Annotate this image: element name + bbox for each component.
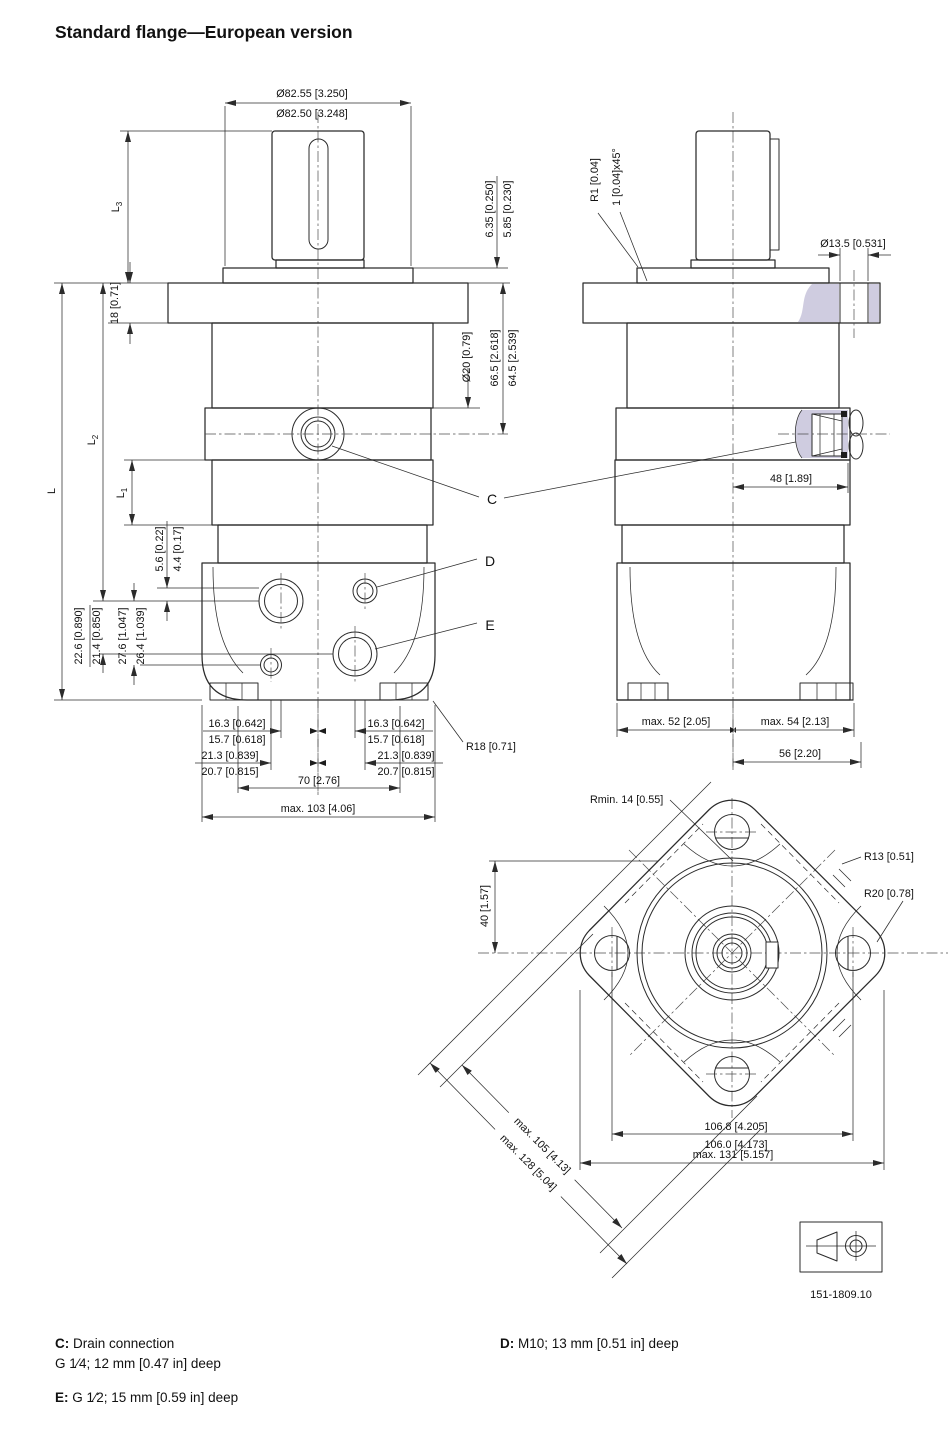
note-c-text: Drain connection [69, 1336, 175, 1351]
note-e-text: G 1⁄2; 15 mm [0.59 in] deep [68, 1390, 239, 1405]
dim-r20: R20 [0.78] [864, 888, 914, 900]
note-c-detail: G 1⁄4; 12 mm [0.47 in] deep [55, 1356, 221, 1372]
dim-drain-boss: Ø20 [0.79] [461, 332, 473, 382]
note-c: C: Drain connection G 1⁄4; 12 mm [0.47 i… [55, 1334, 221, 1375]
side-view: R1 [0.04] 1 [0.04]x45° Ø13.5 [0.531] 48 … [582, 112, 891, 772]
side-drain-plug [778, 409, 890, 460]
front-dimensions: Ø82.55 [3.250] Ø82.50 [3.248] L3 18 [0.7… [46, 88, 519, 822]
dim-offset40: 40 [1.57] [479, 885, 491, 927]
note-c-label: C: [55, 1336, 70, 1351]
dim-pilot-dia-min: Ø82.50 [3.248] [276, 108, 347, 120]
callout-d: D [485, 553, 495, 569]
note-e: E: G 1⁄2; 15 mm [0.59 in] deep [55, 1388, 238, 1408]
dim-l1: L1 [115, 487, 129, 498]
dim-rmin: Rmin. 14 [0.55] [590, 794, 663, 806]
dim-right-max: max. 54 [2.13] [761, 716, 829, 728]
bottom-bolt-holes [594, 814, 871, 1092]
dim-plug-width: 56 [2.20] [779, 748, 821, 760]
dim-standoff-min: 5.85 [0.230] [502, 180, 514, 237]
dim-left-max: max. 52 [2.05] [642, 716, 710, 728]
dim-width-max: max. 103 [4.06] [281, 803, 355, 815]
note-e-label: E: [55, 1390, 69, 1405]
dim-r13: R13 [0.51] [864, 851, 914, 863]
drawing-number: 151-1809.10 [810, 1289, 872, 1301]
dim-p16r-max: 16.3 [0.642] [367, 718, 424, 730]
shaft-key-slot [765, 941, 779, 969]
dim-d-v-min: 26.4 [1.039] [135, 607, 147, 664]
dim-l: L [46, 488, 58, 494]
dim-e-v-min: 21.4 [0.850] [91, 607, 103, 664]
dim-p16l-min: 15.7 [0.618] [208, 734, 265, 746]
dim-p21l-min: 20.7 [0.815] [201, 766, 258, 778]
dim-fillet: R1 [0.04] [589, 158, 601, 202]
dim-e-v-max: 22.6 [0.890] [73, 607, 85, 664]
callout-leaders: C D E [331, 439, 807, 650]
dim-corner-r: R18 [0.71] [466, 741, 516, 753]
dim-face-min: 4.4 [0.17] [172, 526, 184, 571]
projection-symbol: 151-1809.10 [799, 1221, 883, 1301]
front-drain-port [205, 407, 508, 461]
dim-bolt-max: 106.8 [4.205] [704, 1121, 767, 1133]
bottom-body-circles [636, 857, 828, 1049]
dim-bolt-hole: Ø13.5 [0.531] [820, 238, 885, 250]
page-title: Standard flange—European version [55, 22, 353, 42]
side-outline [582, 130, 881, 701]
dim-face-max: 5.6 [0.22] [154, 526, 166, 571]
side-dimensions: R1 [0.04] 1 [0.04]x45° Ø13.5 [0.531] 48 … [589, 148, 891, 772]
dim-drain-h-min: 64.5 [2.539] [507, 329, 519, 386]
dim-span70: 70 [2.76] [298, 775, 340, 787]
dim-p21r-min: 20.7 [0.815] [377, 766, 434, 778]
cone-icon [816, 1231, 838, 1262]
dim-standoff-max: 6.35 [0.250] [484, 180, 496, 237]
dim-p16r-min: 15.7 [0.618] [367, 734, 424, 746]
dim-flange-thickness: 18 [0.71] [109, 282, 121, 324]
dim-chamfer: 1 [0.04]x45° [611, 148, 623, 206]
dim-drain-h-max: 66.5 [2.618] [489, 329, 501, 386]
dim-drain-offset: 48 [1.89] [770, 473, 812, 485]
callout-c: C [487, 491, 497, 507]
dim-l2: L2 [86, 434, 100, 445]
dim-pilot-dia-max: Ø82.55 [3.250] [276, 88, 347, 100]
bottom-dimensions: 40 [1.57] Rmin. 14 [0.55] R13 [0.51] R20… [417, 781, 914, 1279]
callout-e: E [485, 617, 494, 633]
dim-bolt-min: 106.0 [4.173] [704, 1139, 767, 1151]
dim-p16l-max: 16.3 [0.642] [208, 718, 265, 730]
dim-terminator [310, 728, 326, 734]
bottom-flange-outline [579, 799, 886, 1107]
bottom-view: 40 [1.57] Rmin. 14 [0.55] R13 [0.51] R20… [417, 781, 948, 1279]
front-view: Ø82.55 [3.250] Ø82.50 [3.248] L3 18 [0.7… [46, 88, 807, 822]
note-d-text: M10; 13 mm [0.51 in] deep [514, 1336, 679, 1351]
dim-l3: L3 [110, 201, 124, 212]
dim-p21r-max: 21.3 [0.839] [377, 750, 434, 762]
dim-terminator [310, 760, 326, 766]
note-d: D: M10; 13 mm [0.51 in] deep [500, 1334, 679, 1354]
note-d-label: D: [500, 1336, 515, 1351]
dim-overall: max. 131 [5.157] [693, 1149, 773, 1161]
dim-p21l-max: 21.3 [0.839] [201, 750, 258, 762]
dim-d-v-max: 27.6 [1.047] [117, 607, 129, 664]
